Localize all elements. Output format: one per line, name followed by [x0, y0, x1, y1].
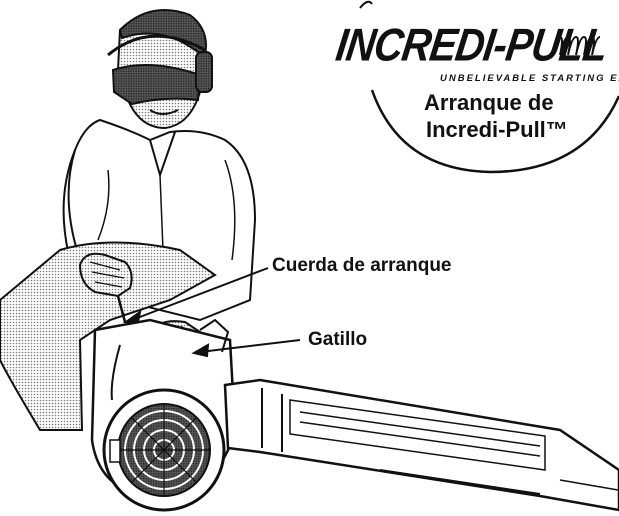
left-glove [78, 252, 133, 298]
operator-head [107, 9, 213, 130]
cord-callout-line [131, 267, 269, 321]
badge-line-1: Arranque de [424, 90, 554, 115]
ear-protection [195, 51, 213, 93]
trigger-label: Gatillo [308, 329, 368, 350]
starter-cord [116, 295, 127, 323]
badge-circle [370, 89, 619, 174]
safety-glasses [111, 64, 202, 106]
blower-tube [223, 378, 619, 512]
logo-swirl [551, 35, 601, 56]
badge-line-2: Incredi-Pull™ [426, 117, 568, 142]
operator-legs [0, 241, 217, 431]
trigger-callout-line [199, 339, 301, 353]
incredi-pull-badge [359, 0, 619, 180]
callout-arrows [122, 267, 301, 358]
cord-arrowhead [122, 309, 142, 323]
logo-tagline: UNBELIEVABLE STARTING EA [440, 73, 619, 84]
incredi-pull-logo: INCREDI-PULL [332, 20, 611, 71]
trigger-arrowhead [191, 343, 210, 358]
leaf-blower [90, 318, 237, 512]
starter-cord-label: Cuerda de arranque [272, 255, 452, 276]
